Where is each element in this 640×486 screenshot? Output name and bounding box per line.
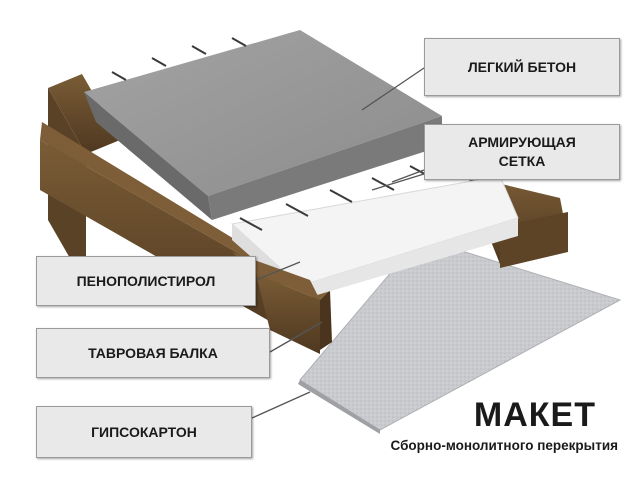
polystyrene-label: ПЕНОПОЛИСТИРОЛ	[36, 256, 256, 306]
polystyrene-text: ПЕНОПОЛИСТИРОЛ	[76, 272, 216, 289]
leader-lines	[251, 67, 425, 419]
concrete-slab-front	[208, 116, 442, 220]
model-title: МАКЕТ	[473, 396, 596, 434]
t-beam-back	[48, 74, 120, 154]
reinforcing-mesh-label: АРМИРУЮЩАЯ СЕТКА	[424, 124, 620, 180]
model-subtitle: Сборно-монолитного перекрытия	[390, 438, 618, 453]
drywall-sheet-edge	[298, 380, 380, 434]
t-beam-label: ТАВРОВАЯ БАЛКА	[36, 328, 270, 378]
concrete-slab-side	[84, 92, 212, 220]
drywall-text: ГИПСОКАРТОН	[91, 423, 197, 440]
concrete-slab-top	[84, 30, 442, 196]
drywall-label: ГИПСОКАРТОН	[36, 406, 252, 458]
reinforcing-mesh-text-line1: АРМИРУЮЩАЯ	[468, 134, 576, 151]
light-concrete-label: ЛЕГКИЙ БЕТОН	[424, 38, 620, 96]
t-beam-text: ТАВРОВАЯ БАЛКА	[88, 344, 218, 361]
light-concrete-text: ЛЕГКИЙ БЕТОН	[467, 58, 577, 75]
reinforcing-mesh	[111, 37, 433, 231]
reinforcing-mesh-text-line2: СЕТКА	[498, 153, 546, 169]
